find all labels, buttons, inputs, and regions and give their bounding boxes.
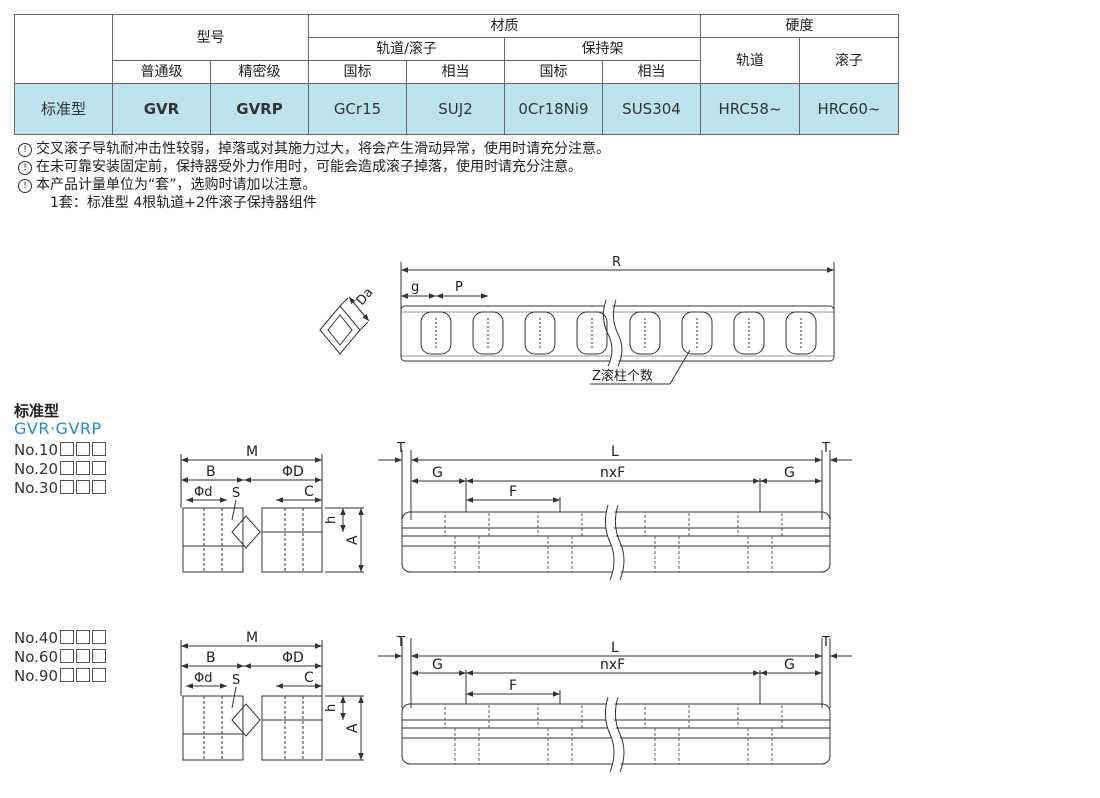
cage-figure: R g P Z滚柱个数 [400, 255, 835, 385]
dim-Z: Z滚柱个数 [592, 368, 653, 384]
header-precision-grade: 精密级 [210, 60, 309, 84]
size-item: No.40 [14, 629, 106, 648]
size-list-1: No.10 No.20 No.30 [14, 441, 106, 498]
size-item: No.90 [14, 667, 106, 686]
dim-P: P [455, 280, 463, 295]
dim-S: S [232, 673, 240, 688]
roller-row [420, 311, 817, 355]
dim-S: S [232, 486, 240, 501]
retainer-eq-cell: SUS304 [602, 83, 701, 135]
dim-Da: Da [354, 285, 377, 308]
rail-hardness-cell: HRC58~ [700, 83, 800, 135]
dim-nxF: nxF [600, 657, 625, 673]
table-row: 标准型 GVR GVRP GCr15 SUJ2 0Cr18Ni9 SUS304 … [14, 83, 899, 135]
note-2: !在未可靠安装固定前，保持器受外力作用时，可能会造成滚子掉落，使用时请充分注意。 [18, 158, 610, 176]
dim-g: g [411, 280, 419, 295]
warning-icon: ! [18, 179, 32, 193]
dim-M: M [246, 444, 258, 460]
rail-side-figure-1: T T L G nxF G F [378, 441, 852, 582]
section-model: GVR·GVRP [14, 419, 102, 438]
note-1: !交叉滚子导轨耐冲击性较弱，掉落或对其施力过大，将会产生滑动异常，使用时请充分注… [18, 140, 610, 158]
note-3: !本产品计量单位为“套”，选购时请加以注意。 [18, 176, 610, 194]
warning-icon: ! [18, 143, 32, 157]
dim-T: T [396, 441, 405, 456]
roller-section-figure: Da [319, 285, 377, 355]
dim-T: T [821, 441, 830, 456]
dim-C: C [304, 670, 314, 686]
rail-eq-cell: SUJ2 [406, 83, 505, 135]
dim-L: L [611, 640, 619, 656]
dim-nxF: nxF [600, 465, 625, 481]
header-eq-1: 相当 [406, 60, 505, 84]
cross-section-figure-1: M B ΦD Φd S C h A [180, 444, 364, 573]
dim-G: G [432, 465, 443, 481]
dim-A: A [345, 535, 361, 545]
dim-phiD: ΦD [282, 650, 304, 666]
section-title: 标准型 [14, 402, 60, 420]
size-item: No.10 [14, 441, 106, 460]
roller-hardness-cell: HRC60~ [799, 83, 899, 135]
dim-R: R [612, 255, 621, 270]
dim-F: F [509, 484, 517, 500]
note-4: 1套：标准型 4根轨道+2件滚子保持器组件 [50, 195, 317, 211]
dim-h: h [324, 516, 339, 524]
dim-B: B [206, 650, 216, 666]
cross-section-figure-2: M B ΦD Φd S C h A [180, 630, 364, 761]
dim-G: G [432, 657, 443, 673]
dim-phiD: ΦD [282, 464, 304, 480]
rail-gb-cell: GCr15 [308, 83, 407, 135]
model-precision-link[interactable]: GVRP [210, 83, 309, 135]
warning-icon: ! [18, 161, 32, 175]
size-list-2: No.40 No.60 No.90 [14, 629, 106, 686]
dim-M: M [246, 630, 258, 646]
retainer-gb-cell: 0Cr18Ni9 [504, 83, 603, 135]
dim-phid: Φd [194, 485, 212, 500]
rail-side-figure-2: T T L G nxF G F [378, 635, 852, 774]
dim-C: C [304, 484, 314, 500]
header-gb-1: 国标 [308, 60, 407, 84]
dim-B: B [206, 464, 216, 480]
spec-table: 型号 材质 硬度 轨道/滚子 保持架 轨道 滚子 普通级 精密级 国标 相当 国… [14, 14, 899, 135]
dim-G: G [784, 657, 795, 673]
dim-F: F [509, 678, 517, 694]
dim-A: A [345, 723, 361, 733]
header-rail: 轨道 [700, 37, 800, 84]
dim-G: G [784, 465, 795, 481]
row-label: 标准型 [14, 83, 113, 135]
dim-T: T [396, 635, 405, 650]
size-item: No.20 [14, 460, 106, 479]
dim-h: h [324, 704, 339, 712]
notes: !交叉滚子导轨耐冲击性较弱，掉落或对其施力过大，将会产生滑动异常，使用时请充分注… [18, 140, 610, 212]
dim-T: T [821, 635, 830, 650]
corner-cell [14, 14, 113, 84]
header-hardness: 硬度 [700, 14, 899, 38]
dim-phid: Φd [194, 671, 212, 686]
size-item: No.30 [14, 479, 106, 498]
dim-L: L [611, 444, 619, 460]
size-item: No.60 [14, 648, 106, 667]
